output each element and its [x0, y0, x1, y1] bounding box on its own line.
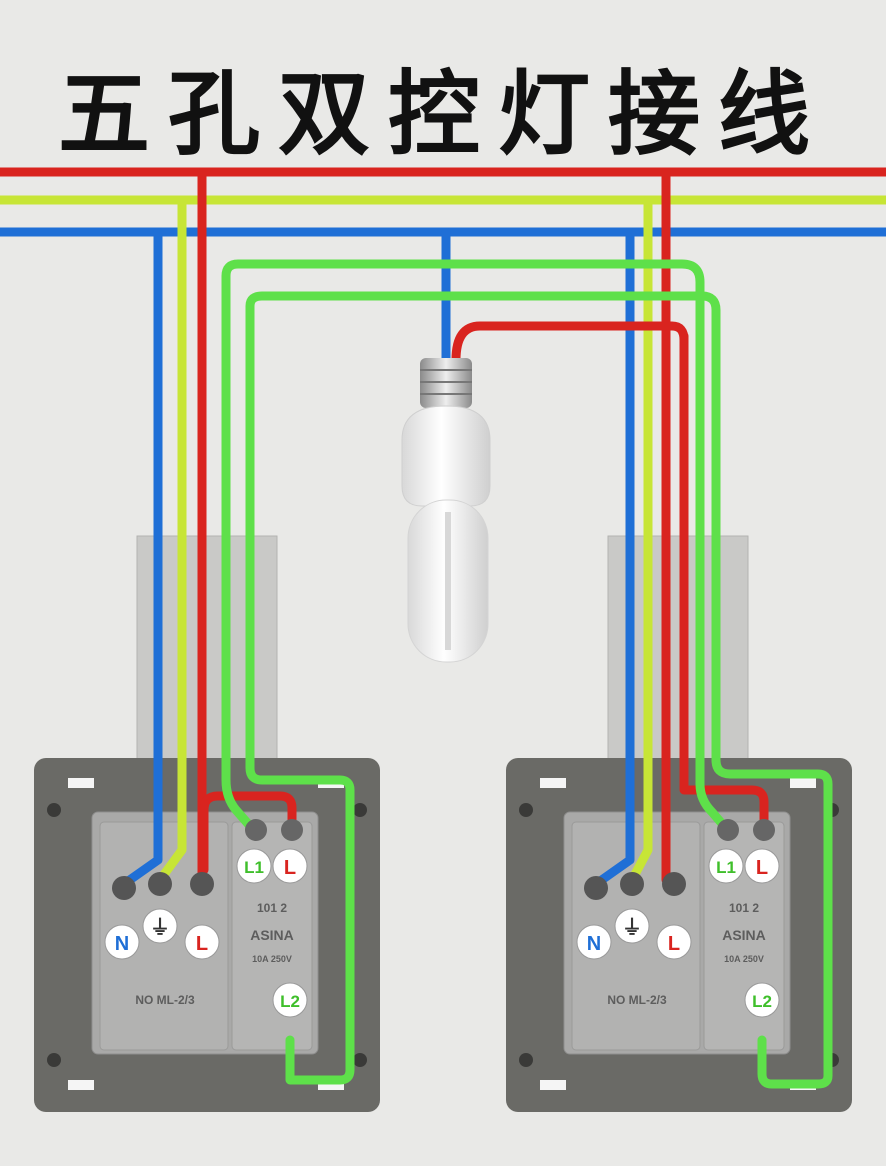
lamp-switched-live	[451, 321, 689, 365]
module-brand-left: ASINA	[250, 927, 294, 943]
terminal-l1-left: L1	[244, 858, 264, 877]
terminal-l-left: L	[196, 933, 208, 955]
traveller-l1-wire	[221, 259, 729, 831]
module-rating-left: 10A 250V	[252, 954, 292, 964]
light-bulb-icon	[401, 358, 491, 663]
module-brand-right: ASINA	[722, 927, 766, 943]
terminal-n-right: N	[587, 933, 601, 955]
earth-icon: ⏚	[622, 916, 642, 939]
left-terminal-screws	[112, 819, 303, 900]
terminal-l1-right: L1	[716, 858, 736, 877]
left-terminal-labels: N ⏚ L L1 L L2	[104, 848, 308, 1018]
earth-icon: ⏚	[150, 916, 170, 939]
terminal-l1l-left: L	[284, 857, 296, 879]
page-title: 五孔双控灯接线	[57, 61, 828, 168]
module-rating-right: 10A 250V	[724, 954, 764, 964]
left-neutral-drop	[119, 227, 163, 889]
terminal-l1l-right: L	[756, 857, 768, 879]
right-terminal-screws	[584, 819, 775, 900]
terminal-n-left: N	[115, 933, 129, 955]
traveller-l2-wire	[245, 291, 833, 1089]
module-code-right: 101 2	[729, 901, 759, 915]
terminal-l-right: L	[668, 933, 680, 955]
right-earth-drop	[627, 195, 653, 885]
right-neutral-drop	[591, 227, 635, 889]
module-model-right: NO ML-2/3	[607, 993, 667, 1007]
left-earth-drop	[155, 195, 187, 885]
module-code-left: 101 2	[257, 901, 287, 915]
terminal-l2-right: L2	[752, 992, 772, 1011]
right-live-jumper	[679, 331, 769, 831]
left-live-jumper	[199, 791, 297, 875]
right-terminal-labels: N ⏚ L L1 L L2	[576, 848, 780, 1018]
terminal-l2-left: L2	[280, 992, 300, 1011]
module-model-left: NO ML-2/3	[135, 993, 195, 1007]
